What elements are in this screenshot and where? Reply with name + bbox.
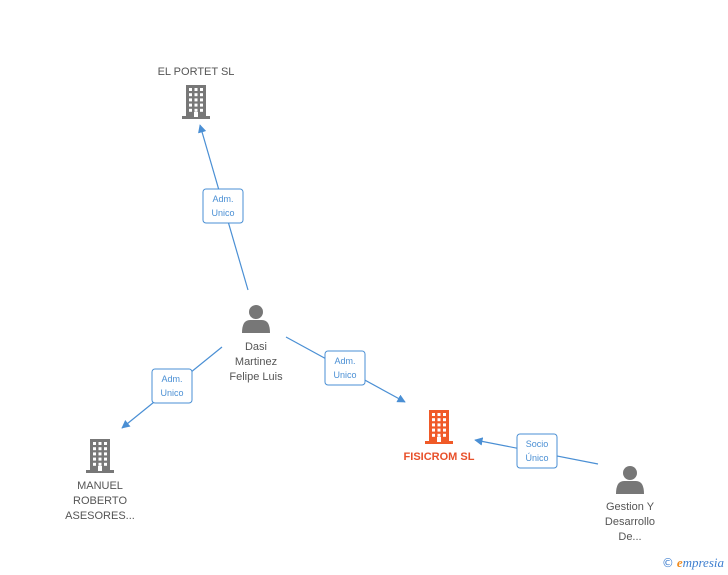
node-label: ASESORES...: [65, 510, 135, 522]
copyright-symbol: ©: [661, 556, 674, 570]
node-label: De...: [618, 531, 641, 543]
edge-label-box[interactable]: [324, 350, 366, 386]
node-fisicrom[interactable]: FISICROM SL: [404, 410, 475, 463]
node-label: ROBERTO: [73, 495, 127, 507]
logo-initial: e: [676, 555, 683, 570]
node-label: EL PORTET SL: [158, 66, 235, 78]
node-label: Dasi: [245, 341, 267, 353]
node-label: Felipe Luis: [229, 371, 283, 383]
node-el-portet[interactable]: EL PORTET SL: [158, 66, 235, 119]
node-label: Gestion Y: [606, 501, 655, 513]
node-gestion[interactable]: Gestion Y DesarrolloDe...: [605, 466, 655, 543]
building-icon: [182, 85, 210, 119]
edge-label-text: Socio: [526, 439, 549, 449]
logo-text: mpresia: [682, 555, 724, 570]
edge-label-text: Adm.: [161, 374, 182, 384]
edge-label-text: Adm.: [334, 356, 355, 366]
person-icon: [616, 466, 644, 494]
edge-label-text: Adm.: [212, 194, 233, 204]
edge-label-text: Unico: [160, 388, 183, 398]
person-icon: [242, 305, 270, 333]
edge-dasi-to-fisicrom: Adm. Unico: [285, 336, 406, 403]
edge-label-box[interactable]: [151, 368, 193, 404]
edge-label-box[interactable]: [202, 188, 244, 224]
edge-dasi-to-manuel-roberto: Adm. Unico: [121, 346, 223, 429]
edge-dasi-to-el-portet: Adm. Unico: [198, 124, 249, 291]
node-manuel-roberto[interactable]: MANUEL ROBERTO ASESORES...: [65, 439, 135, 522]
edge-label-box[interactable]: [516, 433, 558, 469]
building-icon: [425, 410, 453, 444]
building-icon: [86, 439, 114, 473]
empresia-logo[interactable]: ©empresia: [662, 555, 724, 571]
node-label: FISICROM SL: [404, 451, 475, 463]
edge-label-text: Unico: [211, 208, 234, 218]
node-label: Martinez: [235, 356, 277, 368]
node-label: MANUEL: [77, 480, 123, 492]
edge-label-text: Unico: [333, 370, 356, 380]
edge-label-text: Único: [525, 453, 548, 463]
node-label: Desarrollo: [605, 516, 655, 528]
